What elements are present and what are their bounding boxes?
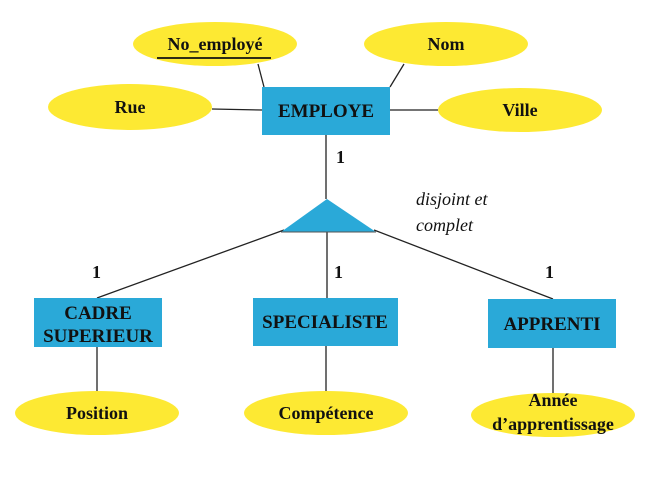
cardinality-specialiste: 1 xyxy=(334,262,343,282)
attribute-ville[interactable]: Ville xyxy=(438,88,602,132)
specialization-triangle[interactable] xyxy=(281,199,376,232)
entity-cadre-superieur[interactable]: CADRE SUPERIEUR xyxy=(34,298,162,347)
edge-employe-rue xyxy=(211,108,263,111)
attribute-rue[interactable]: Rue xyxy=(48,84,212,130)
attribute-nom-label: Nom xyxy=(428,34,465,54)
entity-apprenti[interactable]: APPRENTI xyxy=(488,299,616,348)
edge-triangle-cadre xyxy=(96,229,285,299)
entity-specialiste[interactable]: SPECIALISTE xyxy=(253,298,398,346)
entity-apprenti-label: APPRENTI xyxy=(503,314,600,335)
attribute-position-label: Position xyxy=(66,403,128,423)
entity-employe-label: EMPLOYE xyxy=(278,101,374,122)
edge-employe-nom xyxy=(389,63,405,88)
entity-cadre-label-line1: CADRE xyxy=(64,303,132,324)
constraint-note-line2: complet xyxy=(416,215,474,235)
attribute-no-employe-label: No_employé xyxy=(168,34,263,54)
attribute-annee-apprentissage[interactable]: Année d’apprentissage xyxy=(471,390,635,437)
attribute-no-employe[interactable]: No_employé xyxy=(133,22,297,66)
entity-cadre-label-line2: SUPERIEUR xyxy=(43,326,153,347)
cardinality-cadre: 1 xyxy=(92,262,101,282)
attribute-competence-label: Compétence xyxy=(279,403,374,423)
cardinality-apprenti: 1 xyxy=(545,262,554,282)
attribute-rue-label: Rue xyxy=(115,97,146,117)
attribute-position[interactable]: Position xyxy=(15,391,179,435)
entity-specialiste-label: SPECIALISTE xyxy=(262,312,388,333)
entity-employe[interactable]: EMPLOYE xyxy=(262,87,390,135)
constraint-note-line1: disjoint et xyxy=(416,189,488,209)
cardinality-parent: 1 xyxy=(336,147,345,167)
attribute-annee-label-line2: d’apprentissage xyxy=(492,414,614,434)
attribute-ville-label: Ville xyxy=(502,100,537,120)
attribute-annee-label-line1: Année xyxy=(529,390,578,410)
edge-employe-noemploye xyxy=(257,63,265,88)
attribute-nom[interactable]: Nom xyxy=(364,22,528,66)
edge-triangle-apprenti xyxy=(373,229,554,300)
attribute-competence[interactable]: Compétence xyxy=(244,391,408,435)
